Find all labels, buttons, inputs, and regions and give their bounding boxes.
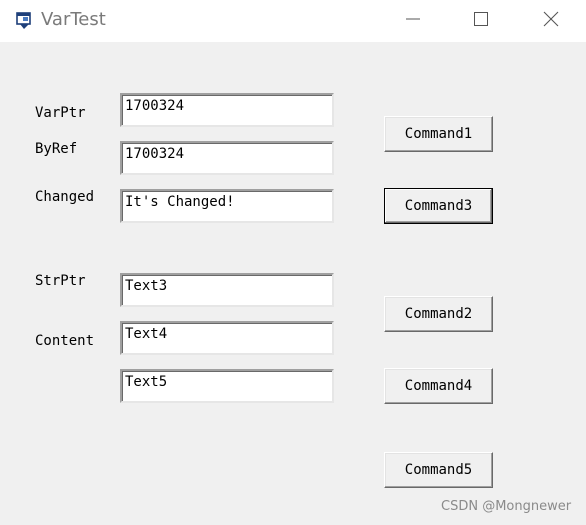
close-icon	[543, 11, 559, 31]
command5-button[interactable]: Command5	[384, 452, 493, 488]
watermark: CSDN @Mongnewer	[441, 499, 572, 514]
command2-button[interactable]: Command2	[384, 296, 493, 332]
changed-textbox[interactable]: It's Changed!	[120, 189, 334, 223]
vb-form-icon	[14, 11, 34, 31]
text5-textbox[interactable]: Text5	[120, 369, 334, 403]
label-content: Content	[35, 333, 95, 349]
varptr-textbox[interactable]: 1700324	[120, 93, 334, 127]
label-changed: Changed	[35, 189, 95, 205]
minimize-button[interactable]	[380, 0, 446, 42]
maximize-button[interactable]	[448, 0, 514, 42]
command3-button[interactable]: Command3	[384, 188, 493, 224]
command4-button[interactable]: Command4	[384, 368, 493, 404]
close-button[interactable]	[518, 0, 584, 42]
minimize-icon	[405, 11, 421, 31]
label-byref: ByRef	[35, 141, 78, 157]
form-client-area: VarPtr ByRef Changed StrPtr Content 1700…	[0, 42, 586, 525]
byref-textbox[interactable]: 1700324	[120, 141, 334, 175]
command1-button[interactable]: Command1	[384, 116, 493, 152]
label-varptr: VarPtr	[35, 105, 86, 121]
maximize-icon	[473, 11, 489, 31]
text3-textbox[interactable]: Text3	[120, 273, 334, 307]
text4-textbox[interactable]: Text4	[120, 321, 334, 355]
window-title: VarTest	[41, 9, 106, 30]
label-strptr: StrPtr	[35, 273, 86, 289]
title-bar[interactable]: VarTest	[0, 0, 586, 42]
